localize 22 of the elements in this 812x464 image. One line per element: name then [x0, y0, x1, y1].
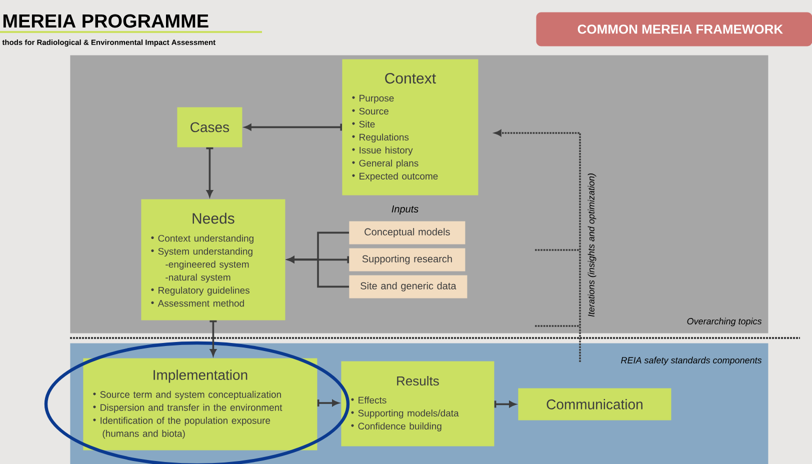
arrow — [317, 400, 339, 406]
page-title: MEREIA PROGRAMME — [3, 14, 208, 28]
panel-caption: REIA safety standards components — [621, 356, 762, 366]
process-box: Implementation Source term and system conceptualization Dispersion and transfer in the environment Identification of the population exposure (humans and biota) — [83, 358, 318, 450]
arrow — [210, 320, 217, 356]
process-box: Needs Context understanding System understanding -engineered system -natural system Regulatory guidelines Assessment method — [141, 199, 286, 320]
edge-label: Iterations (insights and optimization) — [588, 174, 596, 317]
arrow — [206, 147, 214, 197]
input-box: Supporting research — [349, 248, 466, 272]
arrow — [494, 400, 516, 408]
panel-caption: Overarching topics — [687, 318, 762, 326]
process-box: Context Purpose Source Site Regulations Issue history General plans Expected outcome — [342, 59, 478, 196]
arrow — [288, 256, 349, 288]
input-box: Conceptual models — [349, 221, 466, 244]
process-box: Cases — [177, 107, 242, 148]
arrow — [494, 130, 581, 362]
process-box: Communication — [518, 388, 672, 420]
process-box: Results Effects Supporting models/data Confidence building — [341, 361, 494, 446]
section-caption: Inputs — [392, 206, 418, 214]
input-box: Site and generic data — [349, 275, 468, 298]
framework-badge: COMMON MEREIA FRAMEWORK — [536, 12, 812, 46]
arrow — [244, 124, 342, 131]
